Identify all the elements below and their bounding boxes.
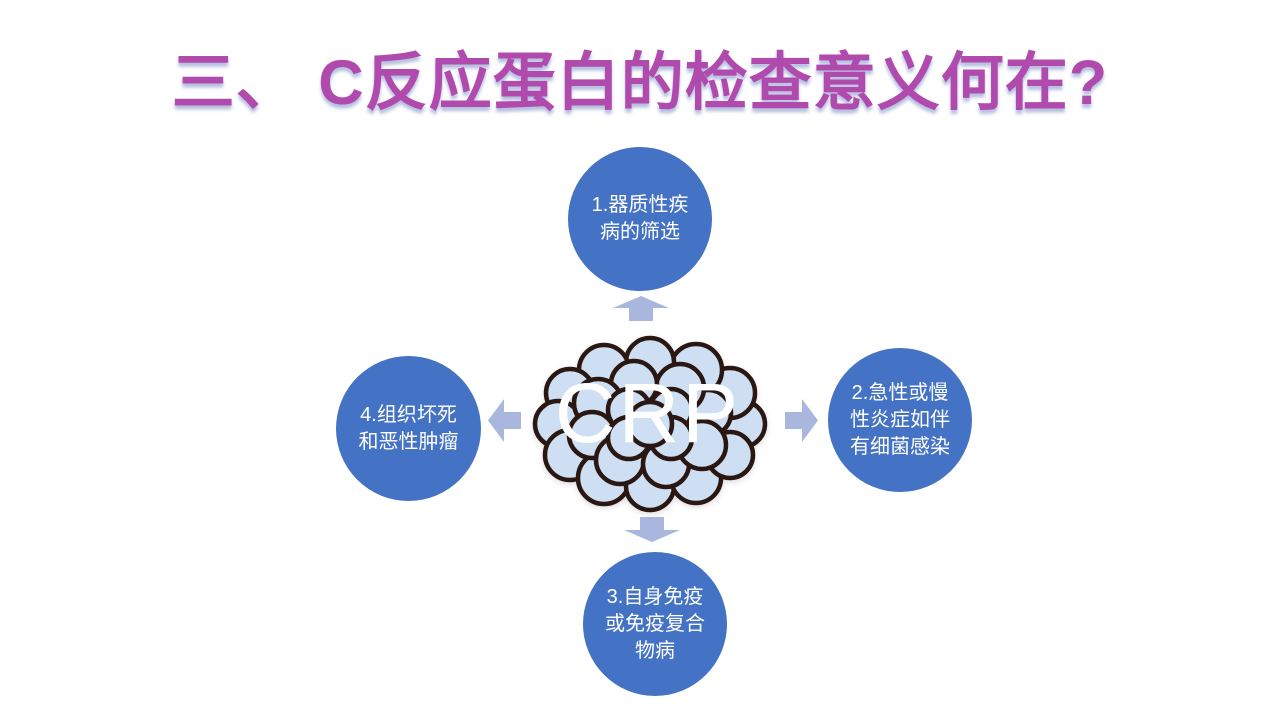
- diagram-node-tissue-necrosis-malignant-tumor: 4.组织坏死 和恶性肿瘤: [336, 356, 481, 501]
- page-title: 三、 C反应蛋白的检查意义何在?: [171, 48, 1109, 118]
- protein-cluster-icon: [532, 335, 768, 513]
- node-label: 3.自身免疫 或免疫复合 物病: [605, 585, 705, 662]
- diagram-node-organic-disease-screening: 1.器质性疾 病的筛选: [568, 147, 712, 291]
- arrow-left-icon: [488, 399, 521, 442]
- diagram-node-autoimmune-immune-complex: 3.自身免疫 或免疫复合 物病: [583, 552, 727, 696]
- arrow-right-icon: [785, 399, 818, 442]
- crp-center-label: CRP: [554, 366, 742, 460]
- arrow-up-icon: [613, 296, 669, 321]
- node-label: 4.组织坏死 和恶性肿瘤: [358, 403, 459, 453]
- arrow-down-icon: [624, 517, 680, 542]
- node-label: 2.急性或慢 性炎症如伴 有细菌感染: [850, 381, 950, 458]
- node-label: 1.器质性疾 病的筛选: [591, 194, 689, 243]
- diagram-node-acute-chronic-inflammation: 2.急性或慢 性炎症如伴 有细菌感染: [828, 348, 972, 492]
- crp-protein-cluster-image: [528, 330, 772, 518]
